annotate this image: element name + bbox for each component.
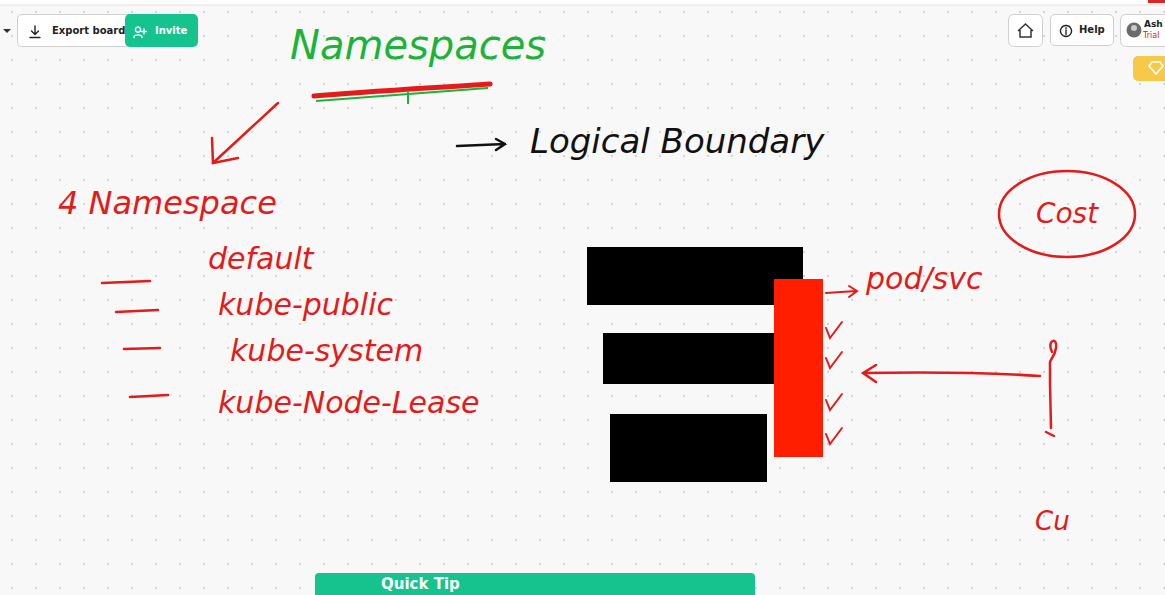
namespace-name: kube-public — [218, 288, 393, 323]
trial-badge: Trial — [1143, 31, 1159, 40]
namespace-name: kube-Node-Lease — [218, 386, 479, 421]
dropdown-caret — [3, 29, 11, 33]
icon-glyph — [28, 25, 42, 39]
icon-glyph — [1059, 24, 1073, 38]
quick-tip-bar: Quick Tip — [315, 573, 755, 595]
node-text: Invite — [155, 25, 187, 37]
user-arrow — [863, 365, 1040, 382]
export-button: Export board — [17, 14, 137, 47]
boundary-bar — [774, 279, 823, 457]
home-icon — [1018, 24, 1033, 37]
button-icon — [1059, 23, 1073, 37]
home-button — [1009, 15, 1043, 47]
namespace-bar — [610, 414, 767, 482]
help-button: Help — [1050, 14, 1114, 46]
namespace-name: kube-system — [230, 334, 423, 369]
check-marks — [826, 322, 842, 444]
node-text: Cost — [1036, 198, 1098, 230]
node-text: Help — [1079, 24, 1105, 36]
icon-path — [30, 26, 40, 38]
node-text: Quick Tip — [381, 576, 755, 593]
namespace-bar — [587, 247, 803, 305]
node-text: Export board — [52, 25, 125, 37]
button-icon — [28, 24, 42, 38]
boundary-arrow — [457, 139, 505, 150]
cost-circle: Cost — [997, 169, 1137, 259]
board-title: Namespaces — [290, 22, 546, 68]
partial-note: Cu — [1035, 507, 1070, 537]
premium-badge — [1133, 56, 1165, 81]
arrow-head — [212, 138, 238, 163]
icon-glyph — [133, 25, 147, 39]
pointer-arrow — [213, 103, 278, 163]
list-dashes — [102, 281, 168, 397]
pod-arrow — [826, 286, 857, 297]
user-name: Ash — [1144, 19, 1163, 29]
button-icon — [133, 24, 147, 38]
diamond-icon — [1149, 62, 1163, 74]
avatar — [1127, 23, 1142, 38]
user-box — [1121, 15, 1165, 47]
pod-note: pod/svc — [866, 262, 982, 297]
boundary-note: Logical Boundary — [530, 122, 824, 161]
namespace-bar — [603, 333, 803, 384]
top-strip — [0, 0, 1165, 5]
namespace-name: default — [208, 242, 314, 277]
icon-path — [1061, 26, 1072, 37]
avatar-face — [1131, 25, 1137, 31]
cost-ellipse — [999, 171, 1135, 257]
title-tick — [407, 92, 409, 104]
title-underline — [316, 88, 488, 101]
icon-path — [134, 27, 147, 38]
count-note: 4 Namespace — [58, 185, 277, 222]
user-figure — [1046, 341, 1056, 436]
top-rule — [0, 5, 1165, 6]
corner-mark — [1148, 0, 1165, 3]
invite-button: Invite — [125, 14, 198, 47]
